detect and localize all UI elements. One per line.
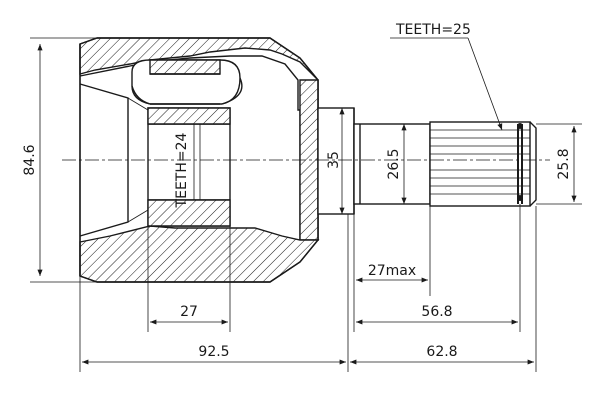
- teeth-25-callout: TEETH=25: [390, 22, 503, 131]
- dim-62-8: 62.8: [350, 206, 537, 372]
- dim-26-5: 26.5: [386, 124, 407, 204]
- dim-84-6: 84.6: [22, 37, 96, 283]
- shaft: [317, 107, 537, 215]
- dim-56-8-label: 56.8: [421, 304, 452, 320]
- dim-27max: 27max: [353, 206, 431, 296]
- roller-assembly: [131, 59, 243, 105]
- dim-92-5-label: 92.5: [198, 344, 229, 360]
- spider-upper-hatch: [147, 107, 231, 125]
- teeth-25-label: TEETH=25: [395, 22, 471, 38]
- dim-27max-label: 27max: [368, 263, 416, 279]
- dim-35: 35: [326, 108, 345, 214]
- dim-27: 27: [147, 226, 231, 332]
- dim-84-6-label: 84.6: [22, 144, 38, 175]
- dim-35-label: 35: [326, 151, 342, 169]
- dim-27-label: 27: [180, 304, 198, 320]
- dim-62-8-label: 62.8: [426, 344, 457, 360]
- dim-25-8-label: 25.8: [556, 148, 572, 179]
- spline-lines: [430, 129, 530, 195]
- teeth-24-label: TEETH=24: [174, 132, 190, 208]
- dim-92-5: 92.5: [79, 214, 349, 372]
- dim-25-8: 25.8: [536, 123, 582, 205]
- dim-26-5-label: 26.5: [386, 148, 402, 179]
- inner-spider: [147, 107, 231, 227]
- dim-56-8: 56.8: [353, 204, 521, 332]
